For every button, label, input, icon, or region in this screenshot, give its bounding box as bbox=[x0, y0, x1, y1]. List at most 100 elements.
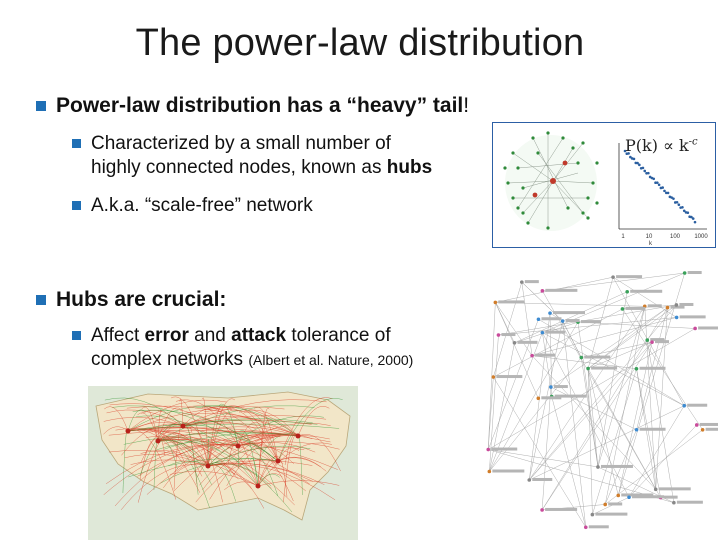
scatter-point bbox=[693, 220, 697, 224]
flight-route bbox=[157, 407, 182, 442]
network-node bbox=[645, 338, 650, 342]
flight-route bbox=[157, 439, 293, 513]
network-edge bbox=[521, 282, 533, 356]
flight-route bbox=[123, 432, 299, 445]
node-label-mark bbox=[663, 495, 678, 499]
bullet-marker bbox=[72, 201, 81, 210]
labeled-network-graph bbox=[478, 258, 720, 540]
network-edge bbox=[581, 341, 653, 358]
node-label-mark bbox=[630, 289, 663, 293]
flight-route bbox=[169, 470, 259, 487]
node-label-mark bbox=[517, 340, 538, 344]
node-label-mark bbox=[492, 469, 525, 473]
scatter-point bbox=[656, 181, 659, 184]
flight-route bbox=[182, 418, 313, 427]
flight-route bbox=[157, 439, 213, 486]
node-label-mark bbox=[541, 396, 562, 400]
network-node bbox=[694, 423, 699, 427]
network-edge bbox=[529, 321, 563, 481]
network-edge bbox=[612, 276, 677, 318]
bullet-hubs-crucial: Hubs are crucial: bbox=[36, 288, 226, 312]
hub-node bbox=[275, 458, 281, 464]
node-label-mark bbox=[588, 525, 609, 529]
node-label-mark bbox=[553, 311, 586, 315]
network-node bbox=[549, 385, 553, 389]
network-edge bbox=[498, 317, 677, 336]
formula-text: P(k) ∝ k bbox=[625, 136, 689, 155]
flight-route bbox=[126, 405, 299, 437]
network-edge bbox=[493, 282, 523, 378]
flight-route bbox=[225, 405, 279, 462]
scatter-point bbox=[638, 163, 641, 167]
subbullet-line1: Characterized by a small number of bbox=[91, 133, 391, 154]
map-routes bbox=[103, 396, 343, 513]
network-node bbox=[536, 396, 541, 401]
citation: (Albert et al. Nature, 2000) bbox=[248, 352, 414, 368]
network-edge bbox=[529, 342, 653, 481]
flight-route bbox=[195, 405, 299, 437]
network-node bbox=[620, 307, 625, 311]
network-node bbox=[653, 487, 658, 492]
network-node bbox=[520, 280, 524, 284]
subbullet-line2-plain: highly connected nodes, known as bbox=[91, 157, 387, 178]
network-node bbox=[674, 303, 679, 307]
flight-route bbox=[257, 473, 280, 487]
subbullet-line1: Affect error and attack tolerance of bbox=[91, 324, 413, 348]
x-tick-label: 1 bbox=[621, 234, 625, 240]
flight-route bbox=[243, 411, 279, 462]
bullet-text: Hubs are crucial: bbox=[56, 288, 227, 311]
airline-route-map bbox=[88, 386, 358, 540]
subbullet-line2: complex networks (Albert et al. Nature, … bbox=[91, 348, 413, 372]
network-node bbox=[596, 465, 600, 469]
flight-route bbox=[127, 409, 146, 432]
network-edge bbox=[489, 322, 579, 472]
network-edge bbox=[488, 449, 598, 468]
node-label-mark bbox=[545, 330, 566, 334]
flight-route bbox=[216, 407, 279, 462]
node-label-mark bbox=[595, 512, 628, 516]
network-node bbox=[611, 275, 615, 279]
network-edge bbox=[532, 317, 677, 356]
node-label-mark bbox=[580, 320, 601, 324]
power-law-formula: P(k) ∝ k-c bbox=[625, 136, 698, 155]
flight-route bbox=[156, 440, 209, 467]
flight-route bbox=[237, 435, 330, 447]
network-edge bbox=[644, 306, 656, 490]
text-complex-networks: complex networks bbox=[91, 349, 249, 370]
flight-route bbox=[137, 424, 184, 503]
network-edge bbox=[529, 306, 645, 481]
network-edge bbox=[542, 272, 685, 333]
network-edge bbox=[488, 302, 496, 450]
network-edge bbox=[587, 368, 619, 496]
network-graph-image bbox=[503, 131, 599, 231]
node-label-mark bbox=[541, 317, 562, 321]
subbullet-tolerance: Affect error and attack tolerance of com… bbox=[72, 324, 492, 372]
network-node bbox=[672, 500, 676, 505]
node-label-mark bbox=[608, 502, 623, 506]
node-label-mark bbox=[621, 493, 654, 497]
network-edge bbox=[542, 272, 685, 292]
scatter-point bbox=[663, 189, 666, 193]
scatter-point bbox=[652, 177, 656, 181]
node-label-mark bbox=[639, 366, 666, 370]
node-label-mark bbox=[565, 319, 580, 323]
scatter-point bbox=[636, 161, 639, 165]
bullet-marker bbox=[36, 101, 46, 111]
network-node bbox=[579, 355, 584, 360]
flight-route bbox=[132, 409, 279, 462]
network-edge bbox=[587, 368, 599, 467]
network-node bbox=[540, 508, 544, 512]
flight-route bbox=[207, 398, 236, 467]
flight-route bbox=[108, 450, 259, 487]
network-edge bbox=[612, 277, 685, 406]
node-label-mark bbox=[647, 304, 662, 308]
node-label-mark bbox=[639, 427, 666, 431]
hub-node bbox=[235, 443, 241, 449]
network-edge bbox=[538, 319, 685, 406]
network-node bbox=[625, 290, 630, 294]
network-edge bbox=[541, 307, 668, 511]
network-node bbox=[527, 478, 532, 482]
network-node bbox=[548, 311, 552, 315]
network-node bbox=[665, 305, 670, 310]
